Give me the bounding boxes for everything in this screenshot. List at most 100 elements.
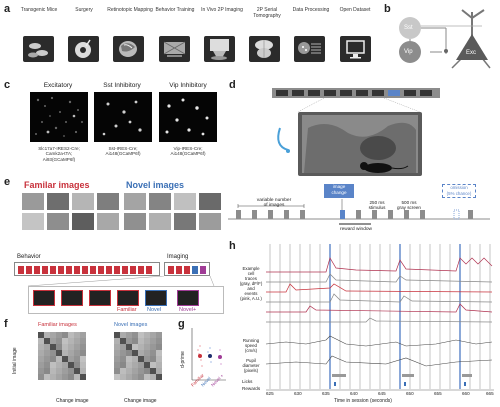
tick-625: 625: [266, 391, 274, 396]
matrix-cell: [80, 374, 86, 380]
matrix-cell: [132, 356, 138, 362]
matrix-cell: [156, 362, 162, 368]
response-matrices: Familiar images Novel images Initial ima…: [12, 322, 176, 406]
matrix-xlabel-familiar: Change image: [56, 398, 89, 404]
matrix-cell: [38, 356, 44, 362]
matrix-cell: [120, 374, 126, 380]
matrix-cell: [132, 368, 138, 374]
matrix-cell: [120, 344, 126, 350]
matrix-cell: [120, 350, 126, 356]
matrix-cell: [44, 332, 50, 338]
matrix-cell: [50, 374, 56, 380]
condition-novel: Novel: [147, 307, 162, 313]
tick-665: 665: [486, 391, 494, 396]
matrix-cell: [44, 350, 50, 356]
matrix-cell: [138, 338, 144, 344]
matrix-cell: [50, 332, 56, 338]
variable-images-label: variable number of images: [256, 198, 292, 208]
header-vip: Vip Inhibitory: [169, 82, 207, 89]
step-caption-7: Data Processing: [292, 7, 330, 13]
matrix-cell: [62, 362, 68, 368]
matrix-cell: [80, 362, 86, 368]
matrix-cell: [38, 344, 44, 350]
panel-label-b: b: [384, 3, 391, 15]
matrix-cell: [56, 350, 62, 356]
behavior-label: Behavior: [17, 254, 41, 260]
vip-neuron: Vip: [404, 49, 413, 55]
tick-655: 655: [434, 391, 442, 396]
matrix-cell: [68, 350, 74, 356]
tick-645: 645: [378, 391, 386, 396]
matrix-cell: [126, 338, 132, 344]
matrix-cell: [38, 332, 44, 338]
matrix-cell: [156, 338, 162, 344]
header-sst: Sst Inhibitory: [103, 82, 141, 89]
matrix-cell: [132, 332, 138, 338]
matrix-cell: [44, 344, 50, 350]
matrix-cell: [80, 350, 86, 356]
matrix-cell: [80, 344, 86, 350]
matrix-cell: [156, 368, 162, 374]
matrix-cell: [74, 332, 80, 338]
tick-660: 660: [462, 391, 470, 396]
matrix-cell: [126, 344, 132, 350]
step-caption-2: Surgery: [75, 7, 93, 13]
matrix-cell: [144, 332, 150, 338]
matrix-cell: [68, 362, 74, 368]
matrix-cell: [138, 368, 144, 374]
caption-excitatory: Slc17a7-IRES2-Cre; Camk2a-tTA; Ai93(GCaM…: [38, 146, 80, 162]
matrix-cell: [156, 350, 162, 356]
matrix-cell: [144, 362, 150, 368]
matrix-ylabel: Initial image: [12, 347, 18, 374]
matrix-cell: [50, 362, 56, 368]
surgery-icon: [68, 36, 99, 62]
panel-label-f: f: [4, 318, 8, 330]
data-processing-icon: [294, 36, 325, 62]
trial-timeline: image change omission (5% chance) variab…: [228, 182, 498, 240]
matrix-cell: [44, 368, 50, 374]
matrix-cell: [156, 374, 162, 380]
matrix-cell: [56, 356, 62, 362]
matrix-cell: [68, 356, 74, 362]
matrix-cell: [114, 356, 120, 362]
matrix-cell: [50, 350, 56, 356]
matrix-cell: [44, 356, 50, 362]
matrix-cell: [126, 368, 132, 374]
matrix-cell: [38, 368, 44, 374]
imaging-label: Imaging: [167, 254, 189, 260]
tick-630: 630: [294, 391, 302, 396]
matrix-cell: [132, 362, 138, 368]
matrix-cell: [62, 344, 68, 350]
matrix-cell: [68, 344, 74, 350]
matrix-cell: [38, 350, 44, 356]
matrix-cell: [74, 344, 80, 350]
vip-image: [159, 92, 217, 142]
panel-label-c: c: [4, 79, 11, 91]
matrix-cell: [56, 368, 62, 374]
step-caption-6: 2P Serial Tomography: [253, 7, 281, 19]
familiar-image-grid: [22, 193, 119, 231]
novel-image-grid: [124, 193, 221, 231]
matrix-cell: [56, 338, 62, 344]
matrix-cell: [80, 368, 86, 374]
matrix-cell: [120, 368, 126, 374]
matrix-cell: [50, 368, 56, 374]
traces-ylabel: Example cell traces (gray, dF/F) and eve…: [239, 266, 263, 302]
matrix-cell: [74, 356, 80, 362]
matrix-cell: [62, 356, 68, 362]
matrix-cell: [62, 368, 68, 374]
matrix-cell: [144, 356, 150, 362]
pupil-ylabel: Pupil diameter (pixels): [242, 358, 260, 374]
matrix-cell: [114, 344, 120, 350]
matrix-cell: [68, 338, 74, 344]
matrix-cell: [126, 350, 132, 356]
matrix-cell: [68, 368, 74, 374]
matrix-cell: [62, 374, 68, 380]
matrix-cell: [56, 332, 62, 338]
cell-type-images: Excitatory Sst Inhibitory Vip Inhibitory…: [28, 82, 223, 174]
mice-icon: [23, 36, 54, 62]
step-caption-1: Transgenic Mice: [20, 7, 58, 13]
panel-label-a: a: [4, 3, 11, 15]
matrix-cell: [138, 350, 144, 356]
time-axis-ticks: 625 630 635 640 645 650 655 660 665: [266, 391, 496, 398]
